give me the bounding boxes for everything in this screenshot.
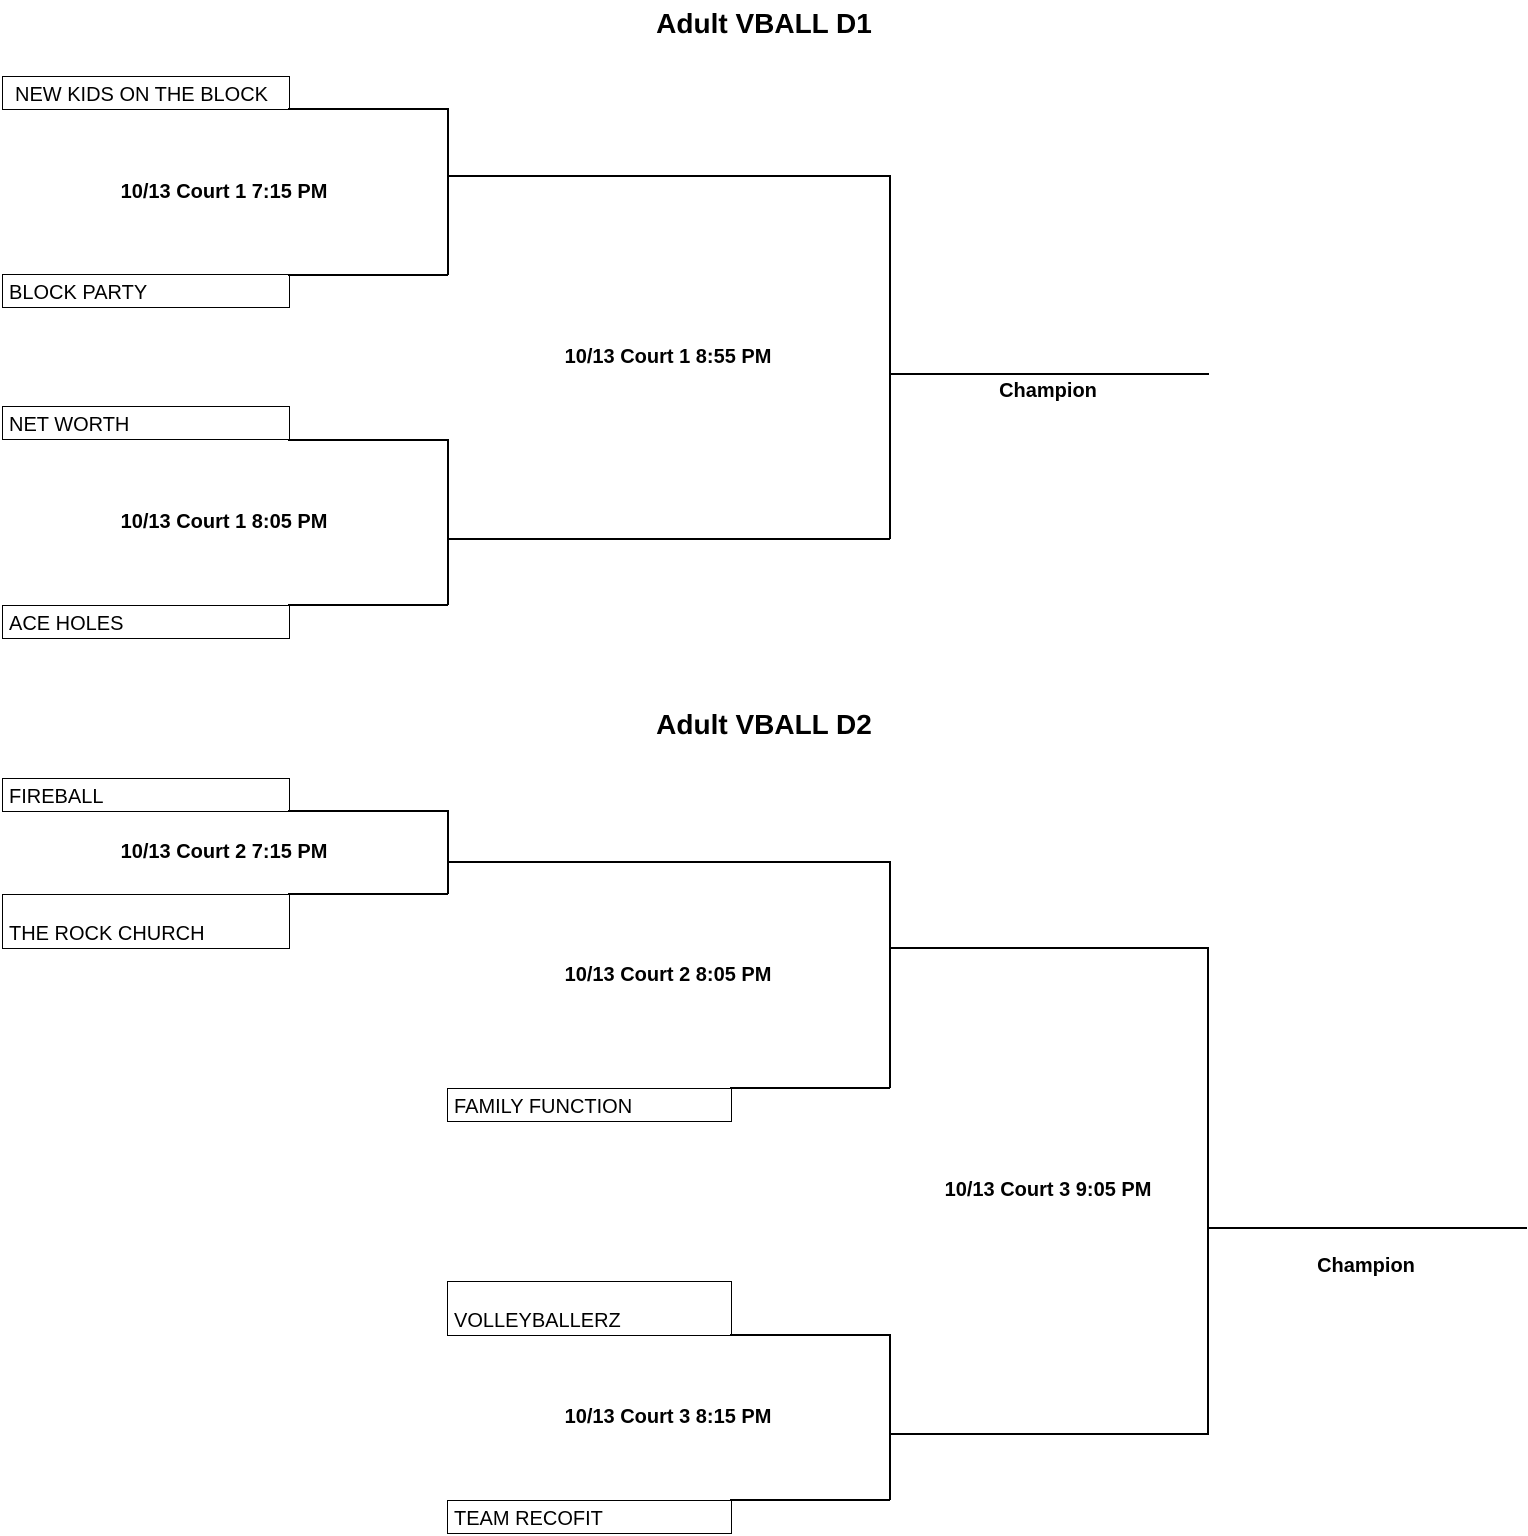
team-name: VOLLEYBALLERZ <box>454 1310 621 1332</box>
team-name: NEW KIDS ON THE BLOCK <box>15 84 269 106</box>
match-label: 10/13 Court 2 7:15 PM <box>120 841 328 863</box>
bracket-line <box>447 810 449 894</box>
team-name: NET WORTH <box>9 414 130 436</box>
match-label: 10/13 Court 1 8:55 PM <box>564 346 772 368</box>
champion-label: Champion <box>1317 1255 1415 1277</box>
bracket-line <box>889 1433 1209 1435</box>
team-slot: ACE HOLES <box>2 605 290 639</box>
bracket-line <box>447 439 449 605</box>
bracket-line <box>447 108 449 275</box>
bracket-line <box>288 604 448 606</box>
team-slot: FIREBALL <box>2 778 290 812</box>
bracket-line <box>889 1334 891 1500</box>
bracket-line <box>447 861 890 863</box>
team-name: FIREBALL <box>9 786 104 808</box>
bracket-line <box>730 1087 890 1089</box>
bracket-line <box>288 810 448 812</box>
team-slot: BLOCK PARTY <box>2 274 290 308</box>
bracket-line <box>1207 947 1209 1434</box>
division1-title: Adult VBALL D1 <box>656 8 872 39</box>
bracket-line <box>730 1499 890 1501</box>
champion-line <box>1207 1227 1527 1229</box>
team-slot: THE ROCK CHURCH <box>2 894 290 949</box>
bracket-line <box>288 893 448 895</box>
team-name: FAMILY FUNCTION <box>454 1096 633 1118</box>
match-label: 10/13 Court 2 8:05 PM <box>564 964 772 986</box>
team-slot: VOLLEYBALLERZ <box>447 1281 732 1336</box>
bracket-line <box>447 175 890 177</box>
match-label: 10/13 Court 1 7:15 PM <box>120 181 328 203</box>
team-name: THE ROCK CHURCH <box>9 923 205 945</box>
bracket-line <box>288 108 448 110</box>
team-name: TEAM RECOFIT <box>454 1508 603 1530</box>
bracket-line <box>730 1334 890 1336</box>
bracket-line <box>288 439 448 441</box>
bracket-line <box>288 274 448 276</box>
team-slot: NEW KIDS ON THE BLOCK <box>2 76 290 110</box>
match-label: 10/13 Court 3 9:05 PM <box>944 1179 1152 1201</box>
champion-line <box>889 373 1209 375</box>
division2-title: Adult VBALL D2 <box>656 709 872 740</box>
team-name: ACE HOLES <box>9 613 124 635</box>
team-slot: TEAM RECOFIT <box>447 1500 732 1534</box>
bracket-line <box>447 538 890 540</box>
match-label: 10/13 Court 1 8:05 PM <box>120 511 328 533</box>
team-name: BLOCK PARTY <box>9 282 148 304</box>
champion-label: Champion <box>999 380 1097 402</box>
match-label: 10/13 Court 3 8:15 PM <box>564 1406 772 1428</box>
bracket-line <box>889 861 891 1088</box>
team-slot: NET WORTH <box>2 406 290 440</box>
team-slot: FAMILY FUNCTION <box>447 1088 732 1122</box>
bracket-line <box>889 175 891 539</box>
bracket-line <box>889 947 1209 949</box>
